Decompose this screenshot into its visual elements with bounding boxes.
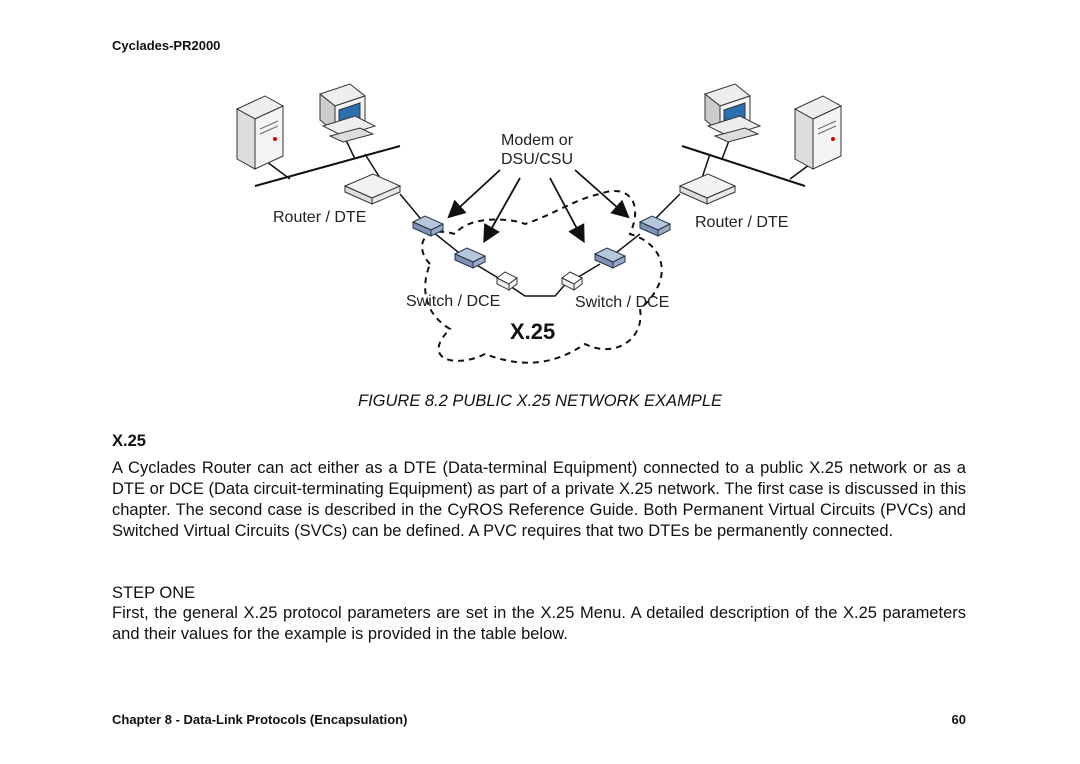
pc-left-icon xyxy=(318,83,377,143)
x25-cloud xyxy=(421,189,663,364)
arrow-modem-2 xyxy=(483,177,521,244)
step-title: STEP ONE xyxy=(112,584,196,602)
server-right-icon xyxy=(793,95,843,170)
footer-chapter: Chapter 8 - Data-Link Protocols (Encapsu… xyxy=(112,712,408,727)
modem-left-icon xyxy=(411,215,445,237)
lan-left xyxy=(254,145,401,187)
network-node-left-icon xyxy=(496,271,518,291)
modem-right-icon xyxy=(638,215,672,237)
arrow-modem-3 xyxy=(549,177,585,244)
network-node-right-icon xyxy=(561,271,583,291)
router-left-label: Router / DTE xyxy=(273,209,366,226)
section-title: X.25 xyxy=(112,432,146,450)
pc-right-icon xyxy=(703,83,762,143)
modem-label-line2: DSU/CSU xyxy=(501,151,573,168)
server-left-icon xyxy=(235,95,285,170)
router-right-label: Router / DTE xyxy=(695,214,788,231)
router-left-icon xyxy=(343,173,402,205)
paragraph-intro: A Cyclades Router can act either as a DT… xyxy=(112,459,966,540)
page-number: 60 xyxy=(951,712,966,727)
modem-label-line1: Modem or xyxy=(501,132,574,149)
running-header: Cyclades-PR2000 xyxy=(112,38,221,53)
link-switch-left-node xyxy=(474,263,501,280)
cloud-label: X.25 xyxy=(510,319,555,344)
switch-left-icon xyxy=(453,247,487,269)
router-right-icon xyxy=(678,173,737,205)
link-nodes xyxy=(509,278,571,297)
arrow-modem-4 xyxy=(574,169,630,219)
lan-right xyxy=(681,145,806,187)
arrow-modem-1 xyxy=(447,169,501,219)
figure-caption: FIGURE 8.2 PUBLIC X.25 NETWORK EXAMPLE xyxy=(357,392,722,410)
switch-left-label: Switch / DCE xyxy=(406,293,500,310)
network-diagram: Modem or DSU/CSU Router / DTE Router / D… xyxy=(235,83,843,364)
switch-right-label: Switch / DCE xyxy=(575,294,669,311)
paragraph-step-one: First, the general X.25 protocol paramet… xyxy=(112,604,966,643)
switch-right-icon xyxy=(593,247,627,269)
